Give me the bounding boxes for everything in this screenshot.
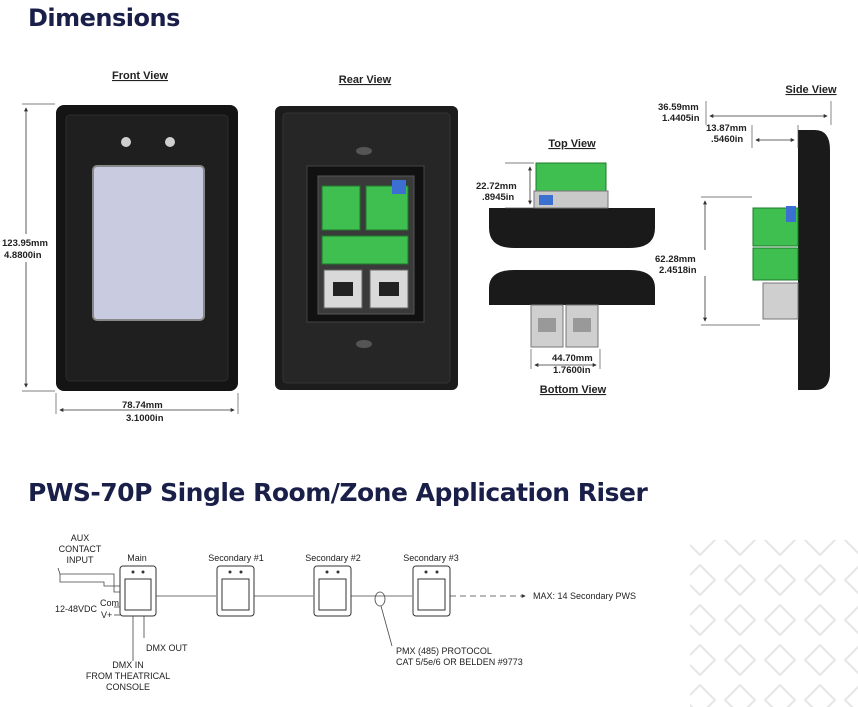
side-total-dimension: 36.59mm 1.4405in — [658, 101, 832, 125]
watermark-pattern — [690, 540, 858, 707]
top-depth-mm: 22.72mm — [476, 181, 517, 192]
side-total-in: 1.4405in — [662, 113, 700, 124]
secondary-3-label: Secondary #3 — [403, 553, 459, 563]
dmx-in-line3: CONSOLE — [106, 682, 150, 692]
bottom-width-mm: 44.70mm — [552, 353, 593, 364]
top-depth-dimension: 22.72mm .8945in — [476, 162, 534, 209]
front-width-mm: 78.74mm — [122, 400, 163, 411]
com-label: Com — [100, 598, 119, 608]
front-width-dimension: 78.74mm 3.1000in — [55, 393, 239, 424]
vplus-label: V+ — [101, 610, 112, 620]
dimensions-title: Dimensions — [28, 4, 180, 32]
rear-view-label: Rear View — [339, 74, 392, 86]
side-plate-in: .5460in — [711, 134, 743, 145]
bottom-width-dimension: 44.70mm 1.7600in — [530, 349, 601, 376]
side-box-mm: 62.28mm — [655, 254, 696, 265]
top-view-drawing — [489, 162, 655, 248]
dmx-in-line2: FROM THEATRICAL — [86, 671, 170, 681]
bottom-view-label: Bottom View — [540, 384, 607, 396]
side-plate-mm: 13.87mm — [706, 123, 747, 134]
side-view-label: Side View — [785, 84, 837, 96]
bottom-view-drawing — [489, 270, 655, 348]
max-label: MAX: 14 Secondary PWS — [533, 591, 636, 601]
side-total-mm: 36.59mm — [658, 102, 699, 113]
secondary-1-label: Secondary #1 — [208, 553, 264, 563]
front-view-drawing — [56, 105, 238, 391]
aux-label-line2: CONTACT — [59, 544, 102, 554]
pmx-label-line1: PMX (485) PROTOCOL — [396, 646, 492, 656]
aux-label-line1: AUX — [71, 533, 90, 543]
main-label: Main — [127, 553, 147, 563]
aux-label-line3: INPUT — [67, 555, 95, 565]
dmx-out-label: DMX OUT — [146, 643, 188, 653]
side-box-in: 2.4518in — [659, 265, 697, 276]
side-view-drawing — [752, 130, 830, 390]
front-height-mm: 123.95mm — [2, 238, 48, 249]
power-label: 12-48VDC — [55, 604, 98, 614]
dmx-in-line1: DMX IN — [112, 660, 144, 670]
riser-diagram: AUX CONTACT INPUT Main Com V+ 12-48VDC D… — [55, 533, 636, 692]
front-view-label: Front View — [112, 70, 168, 82]
front-width-in: 3.1000in — [126, 413, 164, 424]
side-box-dimension: 62.28mm 2.4518in — [655, 196, 760, 326]
top-view-label: Top View — [548, 138, 596, 150]
secondary-2-label: Secondary #2 — [305, 553, 361, 563]
riser-title: PWS-70P Single Room/Zone Application Ris… — [28, 478, 648, 507]
pmx-label-line2: CAT 5/5e/6 OR BELDEN #9773 — [396, 657, 523, 667]
top-depth-in: .8945in — [482, 192, 514, 203]
rear-view-drawing — [275, 106, 458, 390]
front-height-in: 4.8800in — [4, 250, 42, 261]
bottom-width-in: 1.7600in — [553, 365, 591, 376]
front-height-dimension: 123.95mm 4.8800in — [2, 103, 55, 392]
side-plate-dimension: 13.87mm .5460in — [706, 123, 799, 148]
